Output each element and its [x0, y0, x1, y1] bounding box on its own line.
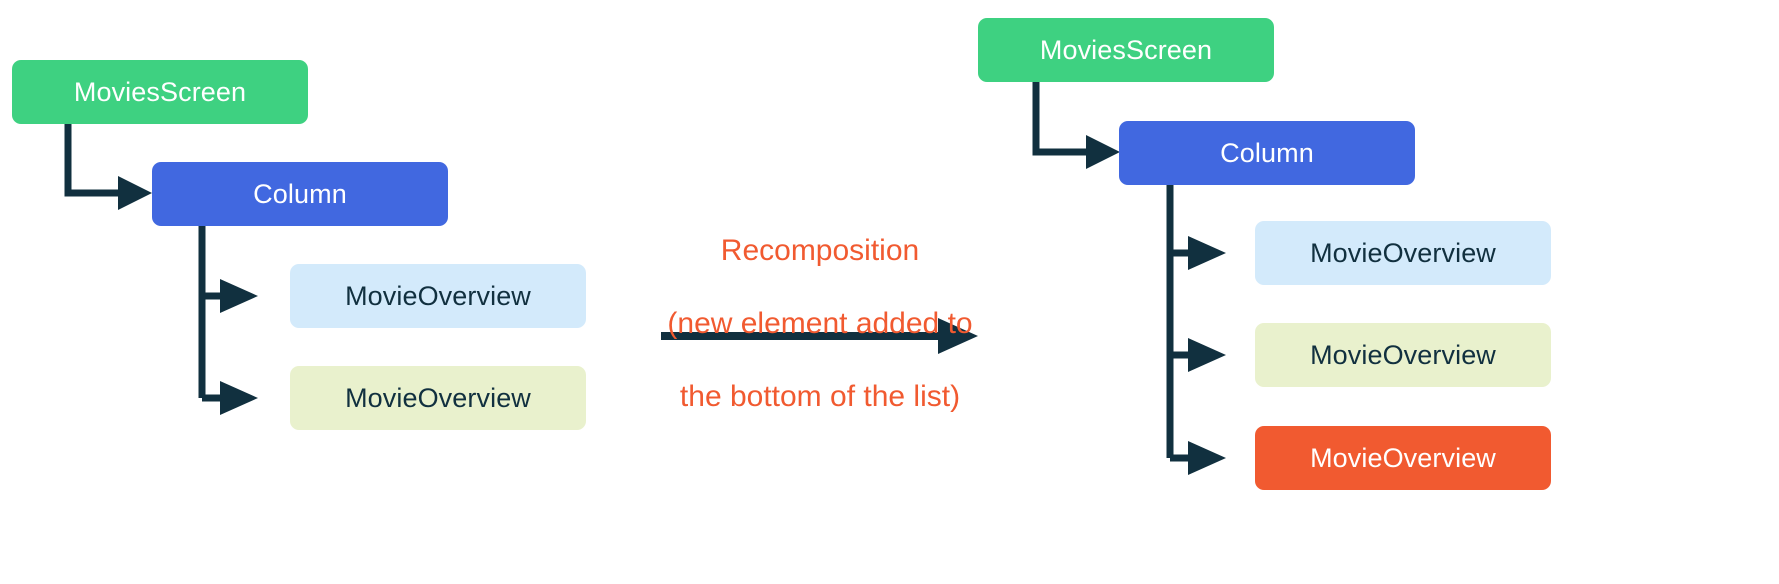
after-node-movie-overview-1-label: MovieOverview: [1310, 237, 1496, 268]
transition-caption-line1: Recomposition: [720, 233, 920, 267]
right-connector-column-to-children: [1166, 185, 1226, 475]
transition-caption-line3: the bottom of the list): [679, 379, 961, 413]
after-node-movie-overview-1[interactable]: MovieOverview: [1255, 221, 1551, 285]
after-node-column[interactable]: Column: [1119, 121, 1415, 185]
transition-caption: Recomposition (new element added to the …: [630, 196, 1010, 452]
after-node-movie-overview-3-new[interactable]: MovieOverview: [1255, 426, 1551, 490]
transition-caption-line2: (new element added to: [667, 306, 973, 340]
after-node-movie-overview-2-label: MovieOverview: [1310, 339, 1496, 370]
before-node-movie-overview-1-label: MovieOverview: [345, 280, 531, 311]
after-node-column-label: Column: [1220, 137, 1314, 168]
after-node-movies-screen-label: MoviesScreen: [1039, 34, 1213, 65]
after-node-movies-screen[interactable]: MoviesScreen: [978, 18, 1274, 82]
before-node-column[interactable]: Column: [152, 162, 448, 226]
left-connector-screen-to-column: [64, 124, 152, 210]
before-node-column-label: Column: [253, 178, 347, 209]
right-connector-screen-to-column: [1032, 82, 1120, 169]
before-node-movie-overview-2-label: MovieOverview: [345, 382, 531, 413]
after-node-movie-overview-2[interactable]: MovieOverview: [1255, 323, 1551, 387]
before-node-movie-overview-2[interactable]: MovieOverview: [290, 366, 586, 430]
after-node-movie-overview-3-label: MovieOverview: [1310, 442, 1496, 473]
before-node-movies-screen[interactable]: MoviesScreen: [12, 60, 308, 124]
left-connector-column-to-children: [198, 226, 258, 415]
before-node-movie-overview-1[interactable]: MovieOverview: [290, 264, 586, 328]
before-node-movies-screen-label: MoviesScreen: [73, 76, 247, 107]
